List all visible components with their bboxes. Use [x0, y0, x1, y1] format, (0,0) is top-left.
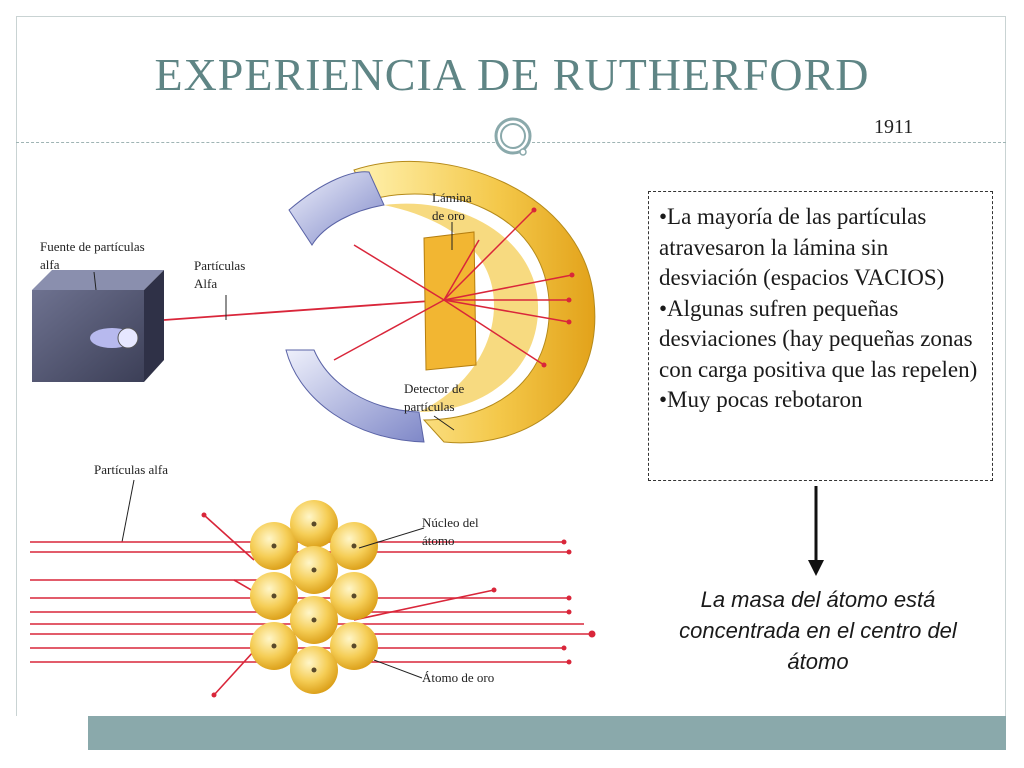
detector-ring [285, 161, 596, 444]
observation-item: •Muy pocas rebotaron [659, 387, 863, 412]
bottom-accent-bar [88, 716, 1006, 750]
rutherford-diagram: Lámina de oro Fuente de partículas alfa … [30, 161, 596, 698]
slide-title: EXPERIENCIA DE RUTHERFORD [154, 49, 870, 100]
year-label: 1911 [874, 116, 914, 138]
label-detector-1: Detector de [404, 381, 465, 396]
alpha-source-box [32, 270, 164, 382]
observations-box: •La mayoría de las partículas atravesaro… [648, 191, 993, 481]
label-gold-foil-1: Lámina [432, 190, 472, 205]
label-alpha-2: Alfa [194, 276, 217, 291]
footer-logo-area [16, 716, 89, 750]
observation-item: •Algunas sufren pequeñas desviaciones (h… [659, 295, 978, 382]
label-gold-foil-2: de oro [432, 208, 465, 223]
label-nucleus-1: Núcleo del [422, 515, 479, 530]
alpha-beam [163, 299, 445, 321]
label-gold-atom: Átomo de oro [422, 670, 494, 685]
observation-item: •La mayoría de las partículas atravesaro… [659, 204, 945, 290]
label-detector-2: partículas [404, 399, 455, 414]
label-nucleus-2: átomo [422, 533, 455, 548]
label-source-2: alfa [40, 257, 60, 272]
label-alpha-particles: Partículas alfa [94, 462, 168, 477]
conclusion-text: La masa del átomo está concentrada en el… [679, 587, 957, 674]
gold-atom-cluster [250, 500, 378, 694]
label-source-1: Fuente de partículas [40, 239, 145, 254]
scattered-rays [333, 209, 573, 366]
circle-ornament-icon [494, 117, 532, 156]
down-arrow-icon [808, 486, 824, 576]
label-alpha-1: Partículas [194, 258, 245, 273]
